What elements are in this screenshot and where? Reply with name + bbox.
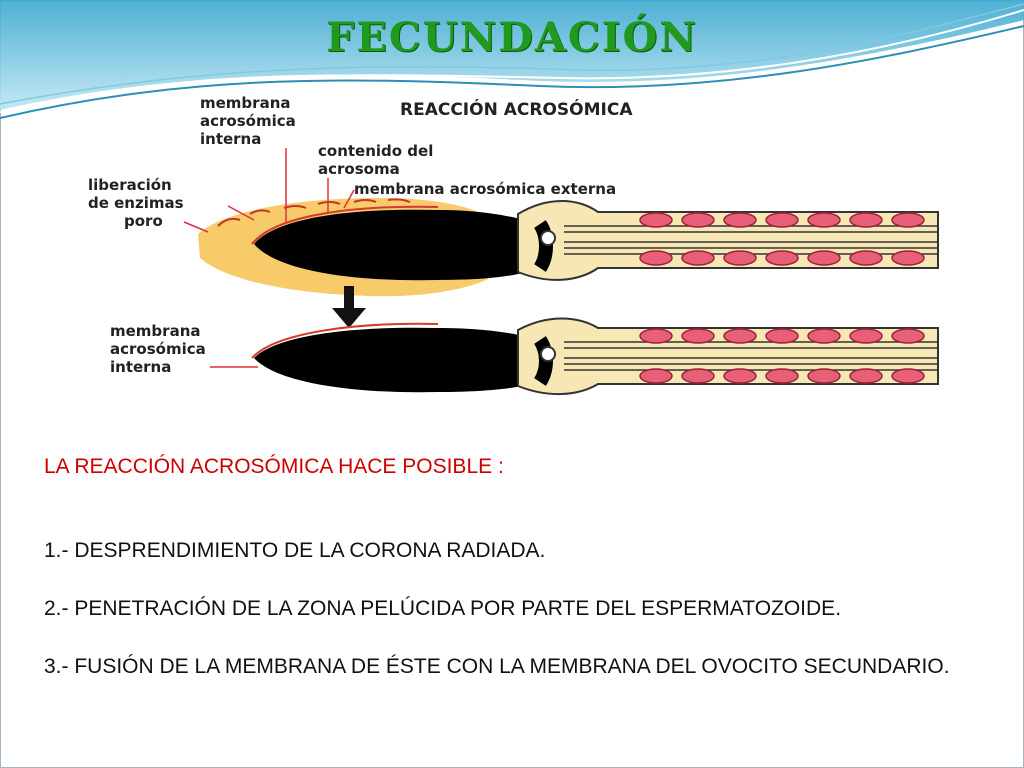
svg-text:membrana: membrana	[200, 94, 291, 112]
slide-body: LA REACCIÓN ACROSÓMICA HACE POSIBLE : 1.…	[44, 452, 1014, 681]
bottom-label-internal-membrane: membrana acrosómica interna	[110, 322, 206, 376]
header-wave-decoration	[0, 0, 1024, 119]
svg-text:de enzimas: de enzimas	[88, 194, 184, 212]
top-label-pore: poro	[124, 212, 163, 230]
top-label-internal-membrane: membrana acrosómica interna	[200, 94, 296, 148]
diagram-heading: REACCIÓN ACROSÓMICA	[400, 98, 633, 120]
acrosome-reaction-diagram: REACCIÓN ACROSÓMICA	[88, 94, 939, 395]
svg-text:acrosómica: acrosómica	[110, 340, 206, 358]
list-item: 3.- FUSIÓN DE LA MEMBRANA DE ÉSTE CON LA…	[44, 655, 950, 678]
svg-text:interna: interna	[200, 130, 261, 148]
down-arrow-icon	[332, 286, 366, 328]
svg-text:membrana: membrana	[110, 322, 201, 340]
lead-statement: LA REACCIÓN ACROSÓMICA HACE POSIBLE :	[44, 455, 504, 478]
internal-membrane-outline	[251, 205, 439, 245]
centriole-bottom	[540, 346, 556, 362]
top-label-enzymes: liberación de enzimas	[88, 176, 184, 212]
top-sperm	[198, 198, 939, 297]
sperm-head-bottom	[254, 327, 546, 393]
external-membrane-fragments	[217, 198, 411, 227]
neck	[517, 200, 939, 281]
bottom-sperm	[251, 317, 939, 395]
sperm-head	[254, 209, 546, 281]
svg-text:acrosoma: acrosoma	[318, 160, 400, 178]
svg-text:interna: interna	[110, 358, 171, 376]
slide-title: FECUNDACIÓN	[326, 14, 698, 61]
list-item: 2.- PENETRACIÓN DE LA ZONA PELÚCIDA POR …	[44, 597, 842, 620]
svg-text:contenido del: contenido del	[318, 142, 433, 160]
svg-text:acrosómica: acrosómica	[200, 112, 296, 130]
list-item: 1.- DESPRENDIMIENTO DE LA CORONA RADIADA…	[44, 539, 546, 562]
svg-text:liberación: liberación	[88, 176, 172, 194]
internal-membrane-outline-bottom	[251, 322, 439, 359]
centriole	[540, 230, 556, 246]
top-label-external-membrane: membrana acrosómica externa	[354, 180, 616, 198]
top-label-content: contenido del acrosoma	[318, 142, 433, 178]
